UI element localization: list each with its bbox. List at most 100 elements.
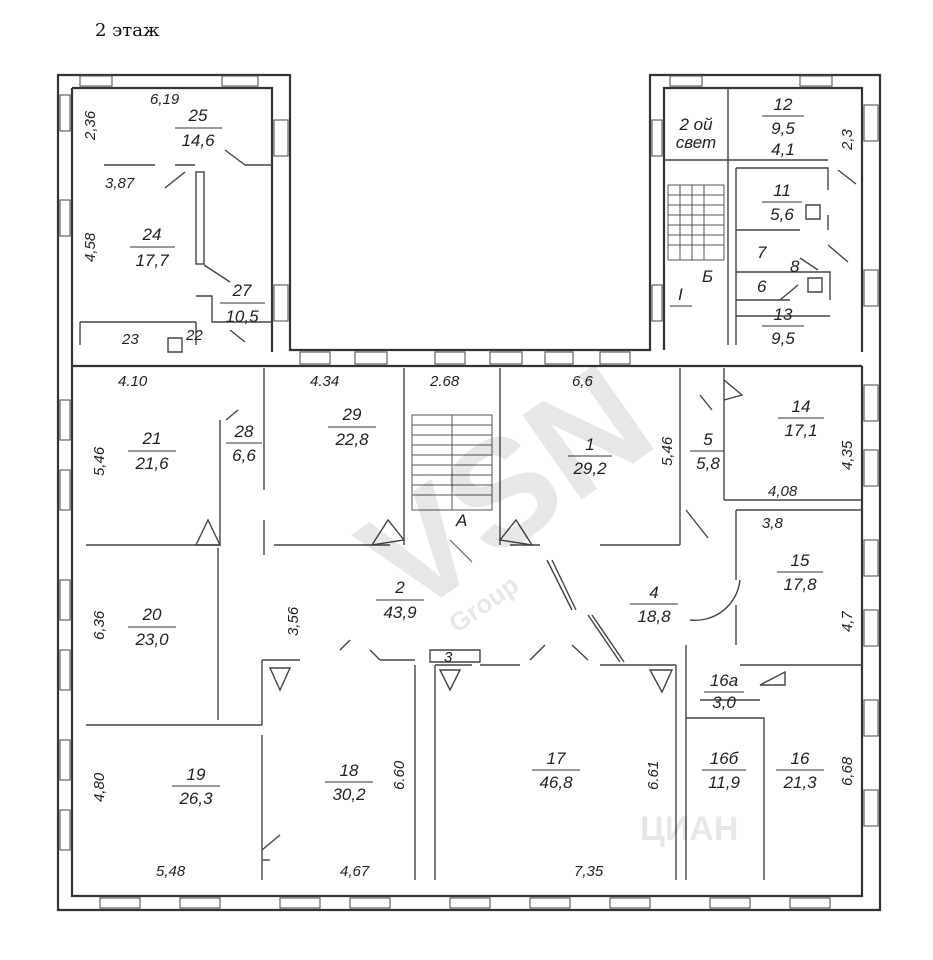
- stair-a-label: А: [455, 511, 467, 530]
- room-number: 18: [340, 761, 359, 780]
- room-number: 1: [585, 435, 594, 454]
- stair-a: [411, 414, 493, 563]
- room-area: 3,0: [712, 693, 736, 712]
- lightwell-label: 2 ой свет: [676, 115, 716, 152]
- dim-label: 6,36: [91, 610, 108, 640]
- room-6-number: 6: [757, 277, 767, 296]
- room-area: 29,2: [572, 459, 607, 478]
- dim-label: 5,46: [659, 436, 676, 466]
- room-area: 30,2: [332, 785, 366, 804]
- room-area: 11,9: [708, 773, 740, 792]
- room-number: 27: [232, 281, 252, 300]
- room-7-number: 7: [757, 243, 767, 262]
- room-27-label: 27 10,5: [220, 281, 265, 326]
- dim-label: 4.10: [118, 373, 148, 390]
- room-19-label: 19 26,3: [172, 765, 220, 808]
- dim-label: 4,08: [768, 483, 798, 500]
- room-area: 26,3: [178, 789, 213, 808]
- room-area: 9,5: [771, 119, 795, 138]
- room-number: 21: [142, 429, 162, 448]
- room-1-label: 1 29,2: [568, 435, 612, 478]
- room-13-label: 13 9,5: [762, 305, 804, 348]
- room-area: 5,8: [696, 454, 720, 473]
- dim-label: 4,35: [839, 440, 856, 470]
- room-number: 24: [142, 225, 162, 244]
- room-area: 6,6: [232, 446, 256, 465]
- dim-label: 4,58: [82, 232, 99, 262]
- room-2-label: 2 43,9: [376, 578, 424, 622]
- room-11-label: 11 5,6: [762, 181, 802, 224]
- room-16b-label: 16б 11,9: [702, 749, 746, 792]
- dim-label: 3,8: [762, 515, 784, 532]
- room-24-label: 24 17,7: [130, 225, 175, 270]
- room-number: 19: [187, 765, 206, 784]
- room-14-label: 14 17,1: [778, 397, 824, 440]
- room-area: 17,8: [783, 575, 817, 594]
- windows: [59, 75, 879, 909]
- room-area: 43,9: [383, 603, 417, 622]
- room-area: 18,8: [637, 607, 671, 626]
- room-23-number: 23: [121, 331, 139, 348]
- stair-i-label: I: [678, 285, 683, 304]
- room-area: 5,6: [770, 205, 794, 224]
- dim-label: 3,87: [105, 175, 135, 192]
- room-number: 15: [791, 551, 810, 570]
- room-number: 11: [773, 181, 791, 200]
- dim-label: 6,6: [572, 373, 594, 390]
- dim-label: 3,56: [285, 606, 302, 636]
- room-number: 13: [774, 305, 793, 324]
- room-number: 5: [703, 430, 713, 449]
- lightwell-line1: 2 ой: [678, 115, 713, 134]
- stair-b-label: Б: [702, 267, 713, 286]
- room-29-label: 29 22,8: [328, 405, 376, 449]
- room-number: 12: [774, 95, 793, 114]
- room-16-label: 16 21,3: [776, 749, 824, 792]
- watermark-corner: ЦИАН: [640, 810, 738, 848]
- dimension-labels: 2,36 6,19 3,87 4,58 2,3 4.10 4.34 2.68 6…: [82, 91, 856, 880]
- outer-walls: [56, 73, 882, 912]
- room-number: 16б: [710, 749, 740, 768]
- room-area: 14,6: [181, 131, 215, 150]
- room-3-number: 3: [444, 649, 453, 666]
- room-area: 17,1: [784, 421, 817, 440]
- room-12-label: 12 9,5 4,1: [762, 95, 804, 159]
- room-15-label: 15 17,8: [777, 551, 823, 594]
- dim-label: 2,3: [839, 128, 856, 151]
- room-4-label: 4 18,8: [630, 583, 678, 626]
- dim-label: 4,67: [340, 863, 370, 880]
- room-area: 9,5: [771, 329, 795, 348]
- dim-label: 6,68: [839, 756, 856, 786]
- room-area: 10,5: [225, 307, 259, 326]
- room-number: 20: [142, 605, 162, 624]
- room-number: 29: [342, 405, 362, 424]
- room-18-label: 18 30,2: [325, 761, 373, 804]
- room-number: 4: [649, 583, 658, 602]
- room-extra: 4,1: [771, 140, 795, 159]
- room-number: 28: [234, 422, 254, 441]
- dim-label: 4,80: [91, 772, 108, 802]
- room-area: 22,8: [334, 430, 369, 449]
- room-8-number: 8: [790, 257, 800, 276]
- room-21-label: 21 21,6: [128, 429, 176, 473]
- room-17-label: 17 46,8: [532, 749, 580, 792]
- dim-label: 2,36: [82, 110, 99, 141]
- room-5-label: 5 5,8: [690, 430, 724, 473]
- floor-title: 2 этаж: [95, 20, 160, 41]
- dim-label: 4.34: [310, 373, 339, 390]
- lightwell-line2: свет: [676, 133, 716, 152]
- room-number: 14: [792, 397, 811, 416]
- dim-label: 5,48: [156, 863, 186, 880]
- room-number: 16а: [710, 671, 738, 690]
- room-16a-label: 16а 3,0: [704, 671, 744, 712]
- room-labels: 25 14,6 24 17,7 27 10,5 23 22 12 9,5 4,1…: [121, 95, 824, 808]
- room-area: 23,0: [134, 630, 169, 649]
- room-number: 16: [791, 749, 810, 768]
- dim-label: 2.68: [429, 373, 460, 390]
- partitions: [79, 88, 862, 880]
- dim-label: 6,19: [150, 91, 180, 108]
- dim-label: 5,46: [91, 446, 108, 476]
- dim-label: 7,35: [574, 863, 604, 880]
- room-25-label: 25 14,6: [175, 106, 222, 150]
- dim-label: 6.60: [391, 760, 408, 790]
